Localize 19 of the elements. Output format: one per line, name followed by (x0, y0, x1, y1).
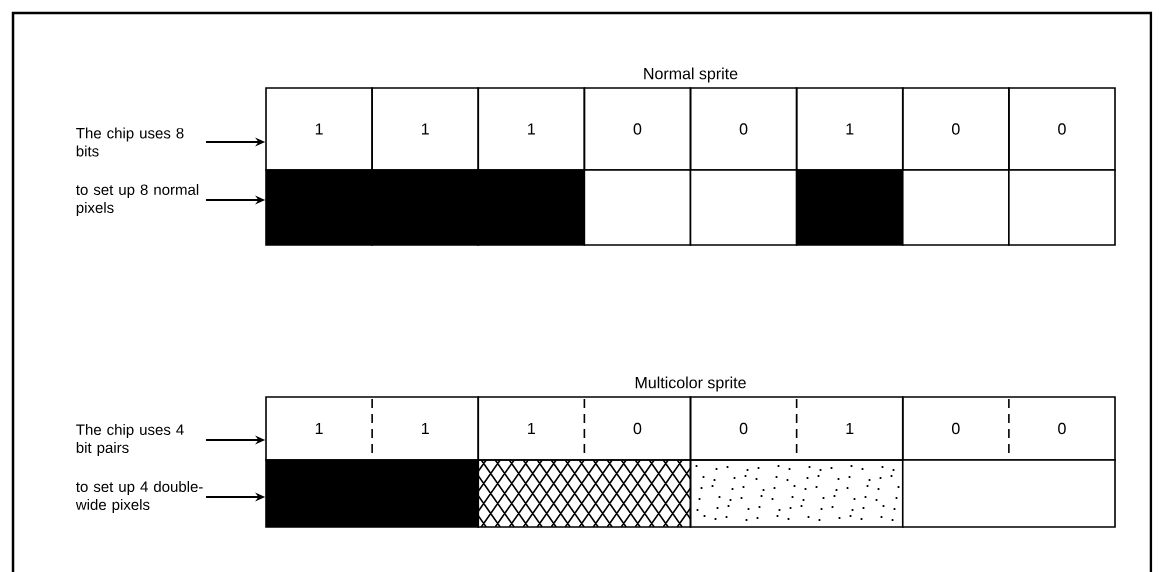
pixel-cell (477, 169, 586, 246)
pixel-cell (265, 459, 480, 528)
pixel-cell (795, 169, 904, 246)
bit-pair-cell: 1 0 (477, 396, 692, 461)
section-title: Multicolor sprite (635, 376, 746, 392)
pixel-cell (371, 169, 480, 246)
label-text: The chip uses 8 bits (76, 127, 184, 157)
pixel-cell (583, 169, 692, 246)
label-text: The chip uses 4 bit pairs (76, 424, 184, 456)
pixel-cell (901, 459, 1116, 528)
bit-pair-cell: 0 1 (689, 396, 904, 461)
label-text: to set up 4 double-wide pixels (75, 481, 203, 513)
label-text: to set up 8 normal pixels (76, 184, 199, 216)
pixel-cell (901, 169, 1010, 246)
pixel-cell (265, 169, 373, 246)
pixel-cell (689, 169, 798, 246)
pixel-cell (477, 459, 692, 528)
pixel-cell (1008, 169, 1116, 246)
section-title: Normal sprite (644, 67, 738, 83)
